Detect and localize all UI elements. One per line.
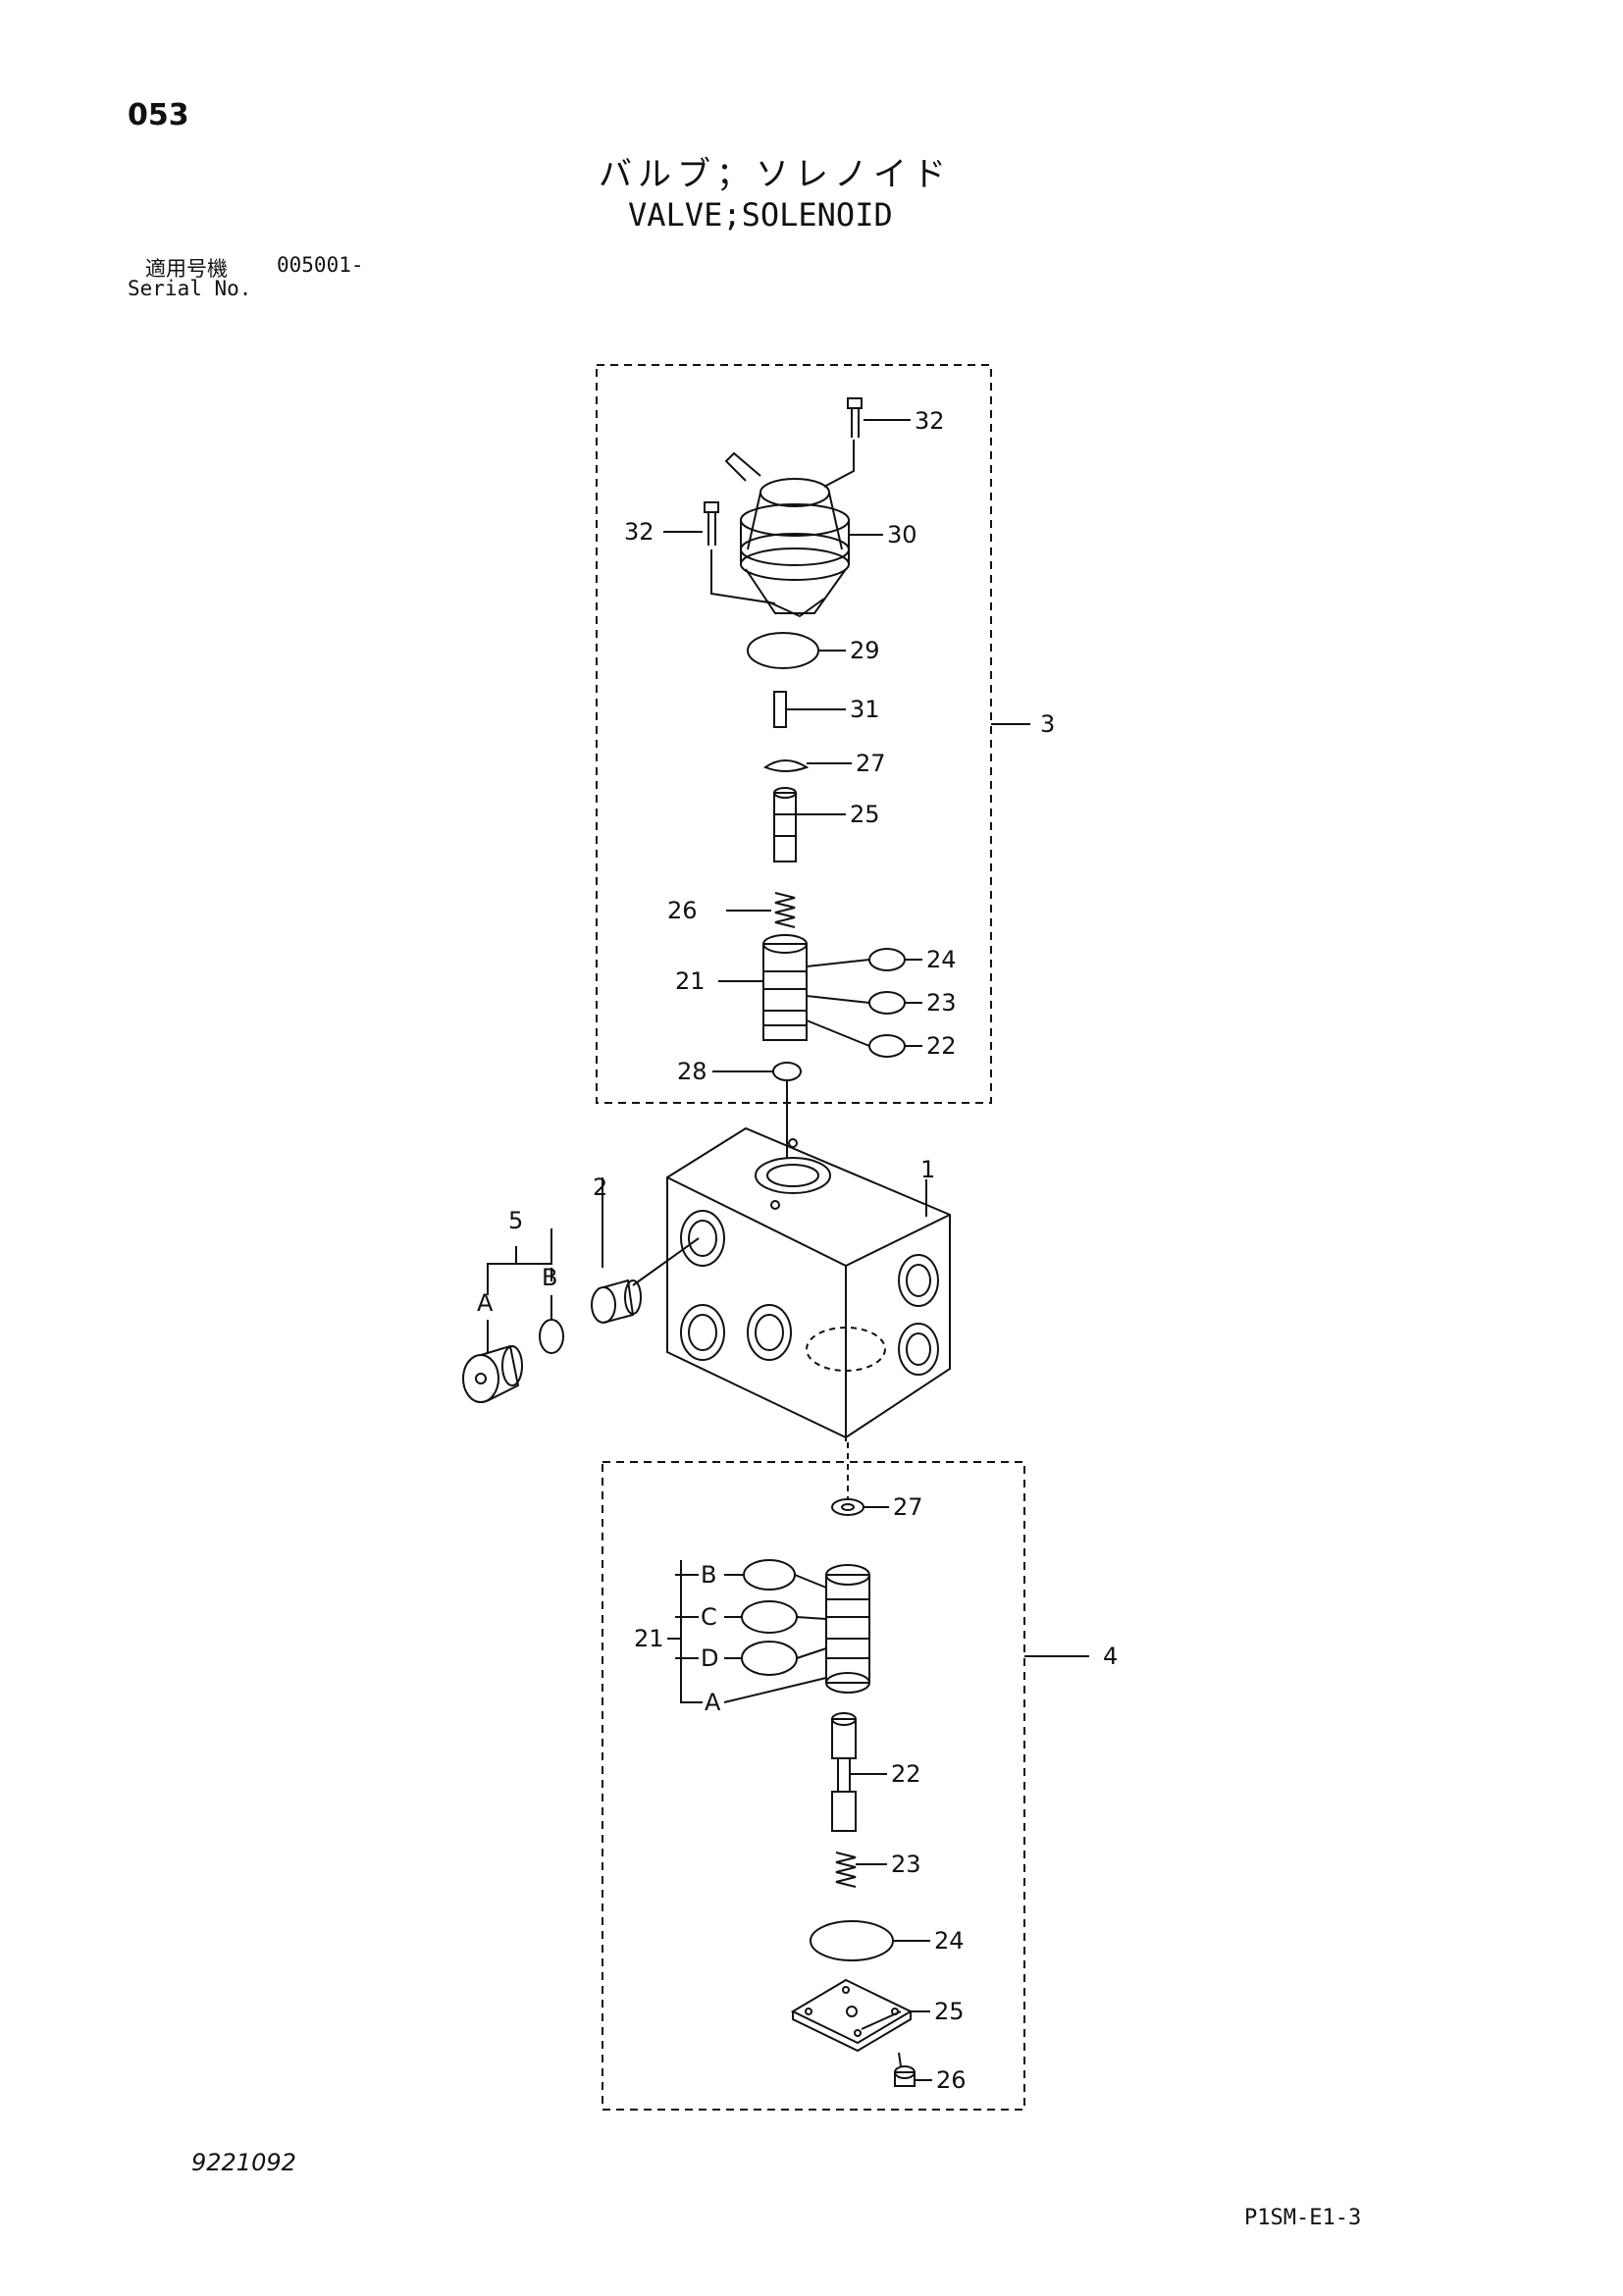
callout-21-lower: 21 (634, 1625, 664, 1652)
callout-21-b: B (701, 1561, 716, 1589)
sleeve-21 (718, 934, 808, 1041)
o-ring-28 (772, 1062, 802, 1081)
callout-5a: A (477, 1289, 494, 1317)
callout-4: 4 (1103, 1643, 1118, 1670)
callout-24-lower: 24 (934, 1927, 965, 1955)
sleeve-21-lower (825, 1564, 870, 1694)
callout-5b: B (542, 1264, 557, 1291)
callout-27-upper: 27 (856, 750, 886, 777)
callout-21-d: D (701, 1644, 718, 1672)
o-ring-23 (868, 991, 906, 1015)
o-ring-29 (747, 632, 819, 669)
o-ring-21c (741, 1600, 798, 1634)
callout-21-upper: 21 (675, 967, 706, 995)
callout-32-top: 32 (915, 407, 945, 435)
serial-value: 005001- (277, 253, 364, 277)
lower-assembly-box (602, 1461, 1025, 2111)
piston-22 (831, 1712, 887, 1832)
callout-30: 30 (887, 521, 917, 548)
callout-23-upper: 23 (926, 989, 957, 1017)
callout-22-upper: 22 (926, 1032, 957, 1060)
valve-body-1 (666, 1126, 951, 1442)
callout-31: 31 (850, 696, 880, 723)
page-title-en: VALVE;SOLENOID (628, 196, 893, 234)
callout-32-left: 32 (624, 518, 654, 546)
serial-label-jp: 適用号機 (145, 257, 228, 281)
page-title-jp: バルブ；ソレノイド (599, 155, 952, 194)
spring-26 (774, 892, 796, 928)
serial-label-en: Serial No. (128, 277, 252, 300)
callout-21-c: C (701, 1603, 717, 1631)
callout-24-upper: 24 (926, 946, 957, 973)
washer-27 (831, 1498, 889, 1516)
snap-ring-27 (762, 759, 810, 772)
spring-23 (835, 1852, 857, 1888)
callout-28: 28 (677, 1058, 707, 1085)
o-ring-22 (868, 1034, 906, 1058)
callout-3: 3 (1040, 710, 1055, 738)
callout-labels: 1 2 3 4 5 A B 32 32 30 29 31 27 25 26 24… (477, 407, 1118, 2094)
page-number: 053 (128, 98, 189, 132)
callout-21-a: A (705, 1689, 721, 1716)
cover-25 (790, 1978, 930, 2053)
o-ring-24 (868, 948, 906, 971)
bolt-32-top (823, 397, 911, 488)
document-code: P1SM-E1-3 (1244, 2206, 1362, 2230)
solenoid-coil-part (724, 451, 850, 618)
callout-1: 1 (920, 1156, 935, 1183)
callout-29: 29 (850, 637, 880, 664)
callout-22-lower: 22 (891, 1760, 921, 1788)
bolt-26 (894, 2052, 932, 2087)
plug-assembly-5 (462, 1228, 564, 1403)
document-number: 9221092 (191, 2149, 296, 2176)
callout-27-lower: 27 (893, 1493, 923, 1521)
callout-25-upper: 25 (850, 801, 880, 828)
plug-2 (591, 1177, 700, 1324)
spool-25 (773, 787, 846, 862)
callout-2: 2 (593, 1174, 607, 1201)
callout-5: 5 (508, 1207, 523, 1234)
pin-31 (773, 691, 787, 728)
callout-25-lower: 25 (934, 1998, 965, 2025)
callout-26-lower: 26 (936, 2066, 967, 2094)
callout-23-lower: 23 (891, 1851, 921, 1878)
diaphragm-24 (810, 1920, 894, 1961)
upper-assembly-box (596, 364, 992, 1104)
bolt-32-left (663, 501, 776, 604)
o-ring-21d (741, 1641, 798, 1676)
o-ring-21b (743, 1559, 796, 1591)
callout-26-upper: 26 (667, 897, 698, 924)
